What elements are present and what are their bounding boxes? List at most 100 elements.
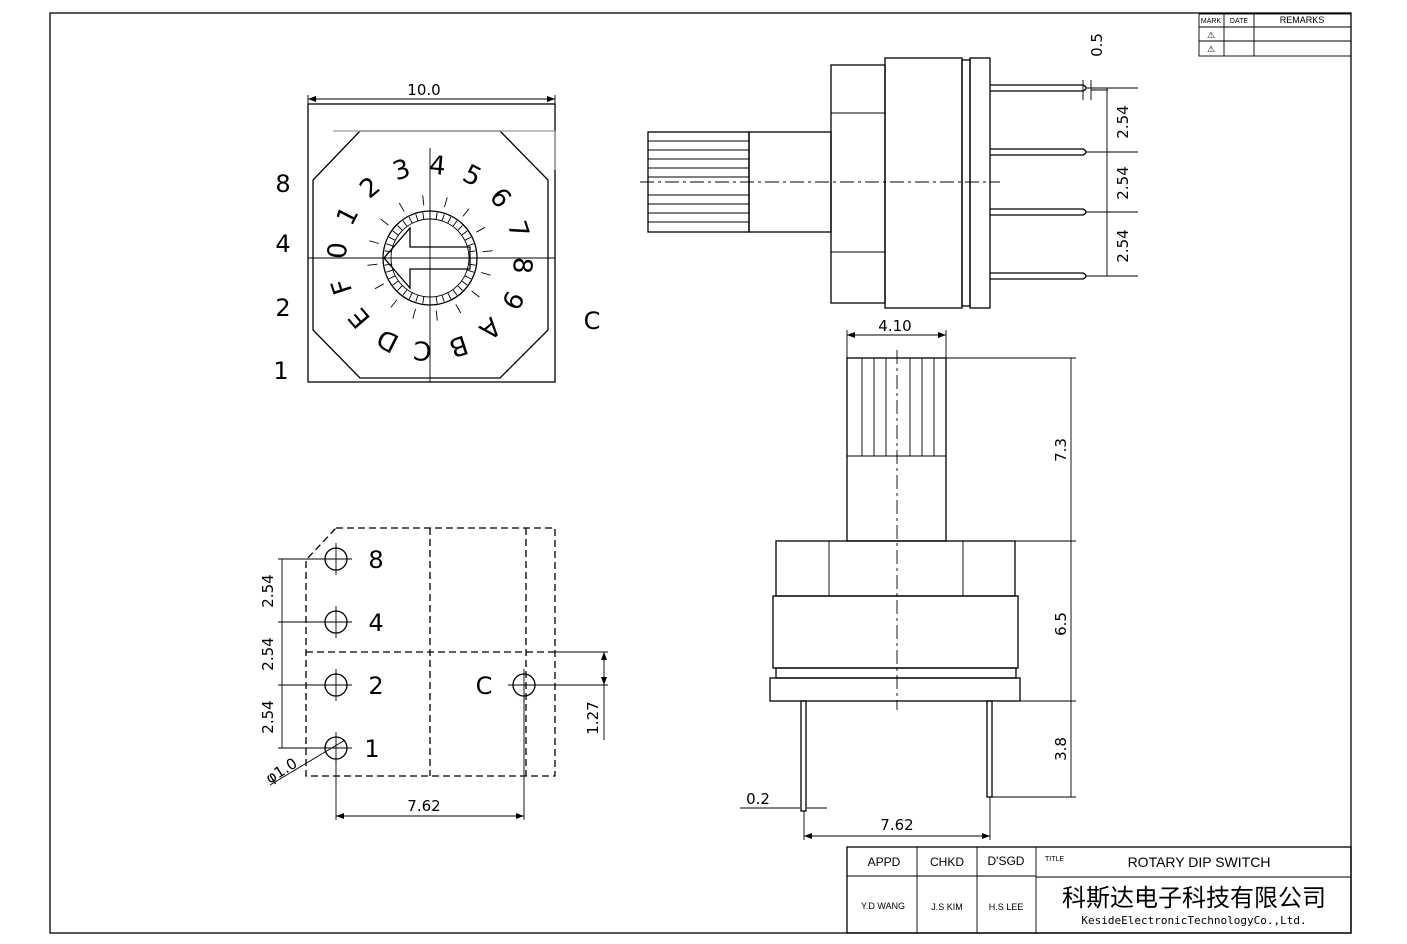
footprint-label-1: 1 [364, 735, 379, 763]
side-view: 0.5 2.54 2.54 2.54 [640, 33, 1138, 309]
rotor-tooth [408, 292, 413, 300]
rotor-tooth [422, 296, 425, 304]
dial-tick [398, 202, 405, 212]
drawing-title: ROTARY DIP SWITCH [1128, 854, 1271, 870]
rotor-tooth [397, 285, 403, 291]
dial-tick [444, 197, 448, 208]
rotor-tooth [408, 216, 413, 224]
dial-tick [380, 218, 389, 226]
dial-digit-4: 4 [428, 151, 447, 182]
dial-tick [480, 272, 491, 276]
rotor-tooth [452, 289, 458, 296]
dial-digit-5: 5 [458, 159, 486, 193]
dim-side-pitch-1: 2.54 [1114, 105, 1132, 138]
dim-footprint-pitch-3: 2.54 [259, 700, 277, 733]
side-base-flange [969, 57, 991, 309]
dial-tick [471, 290, 480, 298]
dial-tick [462, 208, 470, 217]
rotor-tooth [422, 212, 425, 220]
dim-offset-1-27: 1.27 [584, 701, 602, 734]
company-name-cn: 科斯达电子科技有限公司 [1062, 884, 1326, 912]
title-header-dsgd: D'SGD [988, 854, 1025, 868]
dim-body-height-6-5: 6.5 [1052, 612, 1070, 636]
dial-digit-3: 3 [389, 154, 414, 188]
rotor-tooth [388, 275, 396, 280]
side-pins [990, 84, 1087, 280]
title-name-dsgd: H.S LEE [989, 902, 1024, 912]
dial-digit-b: B [445, 328, 471, 362]
top-pin-label-1: 1 [273, 357, 288, 385]
rev-header-mark: MARK [1201, 18, 1222, 25]
dial-tick [435, 310, 438, 321]
dim-pin-height-3-8: 3.8 [1052, 737, 1070, 761]
dial-tick [422, 195, 425, 206]
front-pin-right [986, 700, 993, 798]
rotor-tooth [415, 294, 419, 302]
dim-side-pitch-3: 2.54 [1114, 229, 1132, 262]
rotor-tooth [402, 289, 408, 296]
rotor-tooth [441, 214, 445, 222]
dim-shaft-height-7-3: 7.3 [1052, 438, 1070, 462]
dial-digit-2: 2 [354, 171, 386, 205]
footprint-label-c: C [476, 672, 493, 700]
rotor-tooth [435, 212, 438, 220]
dial-digit-f: F [326, 275, 359, 298]
footprint-label-8: 8 [368, 546, 383, 574]
rotor-tooth [457, 285, 463, 291]
footprint-label-2: 2 [368, 672, 383, 700]
dial-digit-d: D [372, 322, 403, 358]
front-body [772, 595, 1019, 669]
dial-digit-e: E [343, 302, 376, 334]
rotor-tooth [386, 243, 394, 247]
top-pin-label-2: 2 [275, 294, 290, 322]
title-header-appd: APPD [868, 855, 901, 869]
dial-tick [390, 299, 398, 308]
rotor-tooth [464, 236, 472, 241]
title-name-chkd: J.S KIM [931, 902, 963, 912]
title-header-chkd: CHKD [930, 855, 964, 869]
rotor-tooth [461, 280, 468, 286]
sheet-border [49, 12, 1352, 934]
rev-mark-1: ⚠ [1207, 30, 1215, 40]
dial-digit-a: A [473, 311, 506, 346]
rotor-tooth [447, 216, 452, 224]
rotor-tooth [466, 243, 474, 247]
rotor-tooth [441, 294, 445, 302]
rotor-tooth [384, 263, 392, 266]
top-pin-label-8: 8 [275, 170, 290, 198]
rotor-tooth [435, 296, 438, 304]
footprint-label-4: 4 [368, 609, 383, 637]
front-hex-nut [775, 540, 1016, 597]
company-name-en: KesideElectronicTechnologyCo.,Ltd. [1081, 914, 1306, 927]
title-name-appd: Y.D WANG [861, 901, 905, 911]
dial-tick [455, 304, 462, 314]
dial-tick [374, 283, 384, 290]
front-pin-left [800, 700, 807, 812]
dim-pin-width-0-2: 0.2 [746, 790, 770, 808]
side-body [884, 57, 963, 309]
rotor-tooth [447, 292, 452, 300]
rotor-tooth [466, 269, 474, 273]
dial-digit-6: 6 [483, 182, 517, 214]
dial-tick [482, 250, 493, 253]
rotor-tooth [461, 230, 468, 236]
dial-digit-8: 8 [506, 256, 537, 275]
dim-shaft-width-4-10: 4.10 [878, 317, 911, 335]
front-base-flange [769, 677, 1021, 702]
dial-tick [412, 308, 416, 319]
dim-footprint-pitch-2: 2.54 [259, 637, 277, 670]
dim-width-10: 10.0 [407, 81, 440, 99]
dim-pin-offset-0-5: 0.5 [1088, 33, 1106, 57]
rotor-tooth [457, 225, 463, 231]
top-common-label: C [584, 307, 601, 335]
dim-side-pitch-2: 2.54 [1114, 166, 1132, 199]
switch-body-outline [307, 103, 556, 383]
octagon-cap [312, 130, 549, 379]
rotor-tooth [397, 225, 403, 231]
rotor-tooth [452, 220, 458, 227]
dial-digit-1: 1 [331, 202, 365, 230]
dial-digit-0: 0 [323, 241, 354, 260]
rotor-tooth [415, 214, 419, 222]
side-hex-nut [830, 64, 886, 304]
